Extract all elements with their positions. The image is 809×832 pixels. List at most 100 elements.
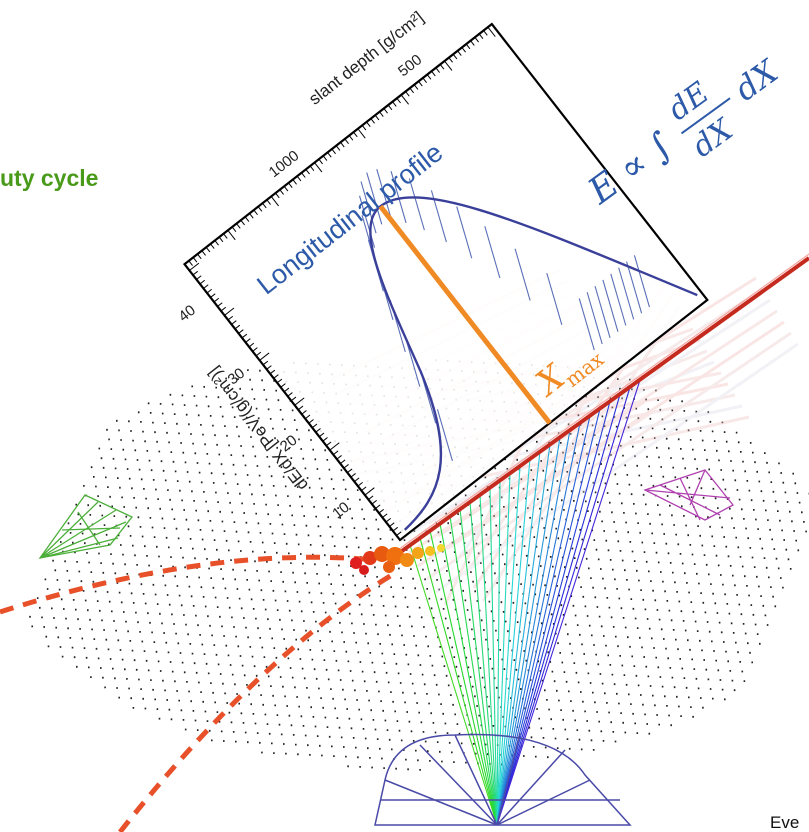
slant-depth-tick bbox=[448, 57, 453, 63]
view-ray bbox=[489, 487, 498, 826]
dedx-tick bbox=[368, 495, 374, 500]
shower-axis bbox=[393, 256, 809, 558]
dedx-tick bbox=[259, 352, 270, 361]
slant-depth-tick bbox=[344, 138, 349, 144]
view-ray bbox=[429, 530, 498, 826]
dedx-tick bbox=[199, 279, 206, 285]
slant-depth-tick bbox=[236, 223, 241, 229]
slant-depth-tick bbox=[357, 128, 366, 139]
view-ray bbox=[449, 516, 498, 826]
dedx-tick bbox=[283, 387, 290, 393]
slant-depth-tick bbox=[422, 77, 427, 83]
slant-depth-tick bbox=[188, 260, 193, 266]
slant-depth-tick bbox=[240, 219, 245, 226]
dedx-tick bbox=[357, 482, 363, 487]
profile-curve bbox=[369, 196, 698, 531]
footer-text: Eve bbox=[770, 813, 799, 832]
dedx-tick bbox=[290, 396, 297, 402]
dedx-tick bbox=[318, 432, 325, 438]
view-ray bbox=[496, 387, 631, 826]
dedx-ticks bbox=[189, 262, 410, 541]
slant-depth-tick bbox=[283, 186, 289, 192]
view-ray bbox=[496, 451, 541, 826]
top-tick-500: 500 bbox=[395, 51, 425, 80]
slant-depth-tick bbox=[292, 179, 297, 185]
telescope-green bbox=[38, 494, 134, 559]
trajectory-dashed-upper bbox=[0, 554, 376, 615]
view-ray bbox=[496, 444, 551, 826]
error-bar bbox=[408, 178, 425, 231]
slant-depth-tick bbox=[309, 165, 315, 172]
dedx-tick bbox=[361, 486, 367, 491]
slant-depth-tick bbox=[244, 216, 250, 222]
dedx-tick bbox=[364, 487, 375, 496]
shower-core-hits bbox=[350, 544, 445, 575]
dedx-tick bbox=[304, 414, 311, 420]
error-bar bbox=[484, 226, 501, 279]
slant-depth-tick bbox=[262, 202, 267, 209]
slant-depth-tick bbox=[249, 213, 254, 219]
slant-depth-tick bbox=[270, 196, 279, 207]
slant-depth-tick bbox=[223, 233, 228, 239]
dedx-tick bbox=[255, 351, 262, 357]
slant-depth-tick bbox=[470, 40, 475, 46]
slant-depth-tick bbox=[396, 97, 401, 104]
slant-depth-tick bbox=[478, 33, 484, 39]
dedx-tick bbox=[203, 284, 209, 289]
left-tick-40: 40 bbox=[175, 302, 199, 326]
dedx-tick bbox=[389, 522, 395, 527]
view-ray bbox=[496, 430, 571, 826]
left-tick-10: 10 bbox=[329, 499, 353, 523]
dedx-tick bbox=[206, 288, 213, 294]
dedx-tick bbox=[333, 450, 339, 456]
slant-depth-tick bbox=[431, 70, 436, 77]
slant-depth-tick bbox=[279, 189, 284, 195]
error-bar bbox=[594, 285, 611, 338]
dedx-tick bbox=[343, 464, 349, 469]
left-tick-20: 20 bbox=[277, 432, 301, 456]
slant-depth-tick bbox=[439, 64, 445, 70]
light-ray bbox=[417, 320, 785, 568]
slant-depth-tick bbox=[305, 169, 310, 175]
slant-depth-tick bbox=[231, 226, 237, 232]
view-ray bbox=[496, 473, 511, 826]
view-ray bbox=[496, 379, 641, 826]
light-ray bbox=[435, 342, 799, 594]
slant-depth-tick bbox=[374, 114, 380, 121]
slant-depth-tick bbox=[383, 108, 388, 114]
slant-depth-tick bbox=[474, 37, 479, 43]
slant-depth-tick bbox=[392, 101, 397, 107]
dedx-tick bbox=[189, 262, 200, 271]
dedx-tick bbox=[220, 306, 227, 312]
shower-axis-highlight bbox=[394, 253, 809, 553]
dedx-tick bbox=[329, 442, 340, 451]
slant-depth-tick bbox=[387, 104, 393, 111]
slant-depth-tick bbox=[353, 131, 358, 138]
slant-depth-tick bbox=[301, 172, 306, 178]
dedx-tick bbox=[210, 293, 216, 298]
error-bar bbox=[514, 248, 531, 301]
slant-depth-tick bbox=[409, 87, 414, 94]
slant-depth-tick bbox=[366, 121, 371, 128]
dedx-tick bbox=[340, 459, 346, 465]
error-bar bbox=[546, 272, 563, 325]
dedx-tick bbox=[269, 369, 276, 375]
dedx-tick bbox=[241, 333, 248, 339]
dedx-tick bbox=[301, 410, 307, 415]
dedx-tick bbox=[234, 324, 241, 330]
slant-depth-tick bbox=[461, 47, 466, 53]
slant-depth-tick bbox=[201, 250, 206, 256]
slant-depth-tick bbox=[361, 125, 367, 131]
dedx-tick bbox=[294, 397, 305, 406]
slant-depth-tick bbox=[487, 26, 496, 37]
profile-frame bbox=[182, 22, 709, 542]
dedx-tick bbox=[252, 347, 258, 352]
dedx-tick bbox=[378, 508, 384, 514]
slant-depth-tick bbox=[379, 111, 384, 117]
slant-depth-tick bbox=[400, 94, 410, 105]
dedx-tick bbox=[375, 504, 381, 509]
dedx-tick bbox=[196, 275, 202, 280]
slant-depth-tick bbox=[192, 257, 198, 263]
slant-depth-tick bbox=[184, 263, 193, 274]
dedx-tick bbox=[287, 392, 293, 397]
